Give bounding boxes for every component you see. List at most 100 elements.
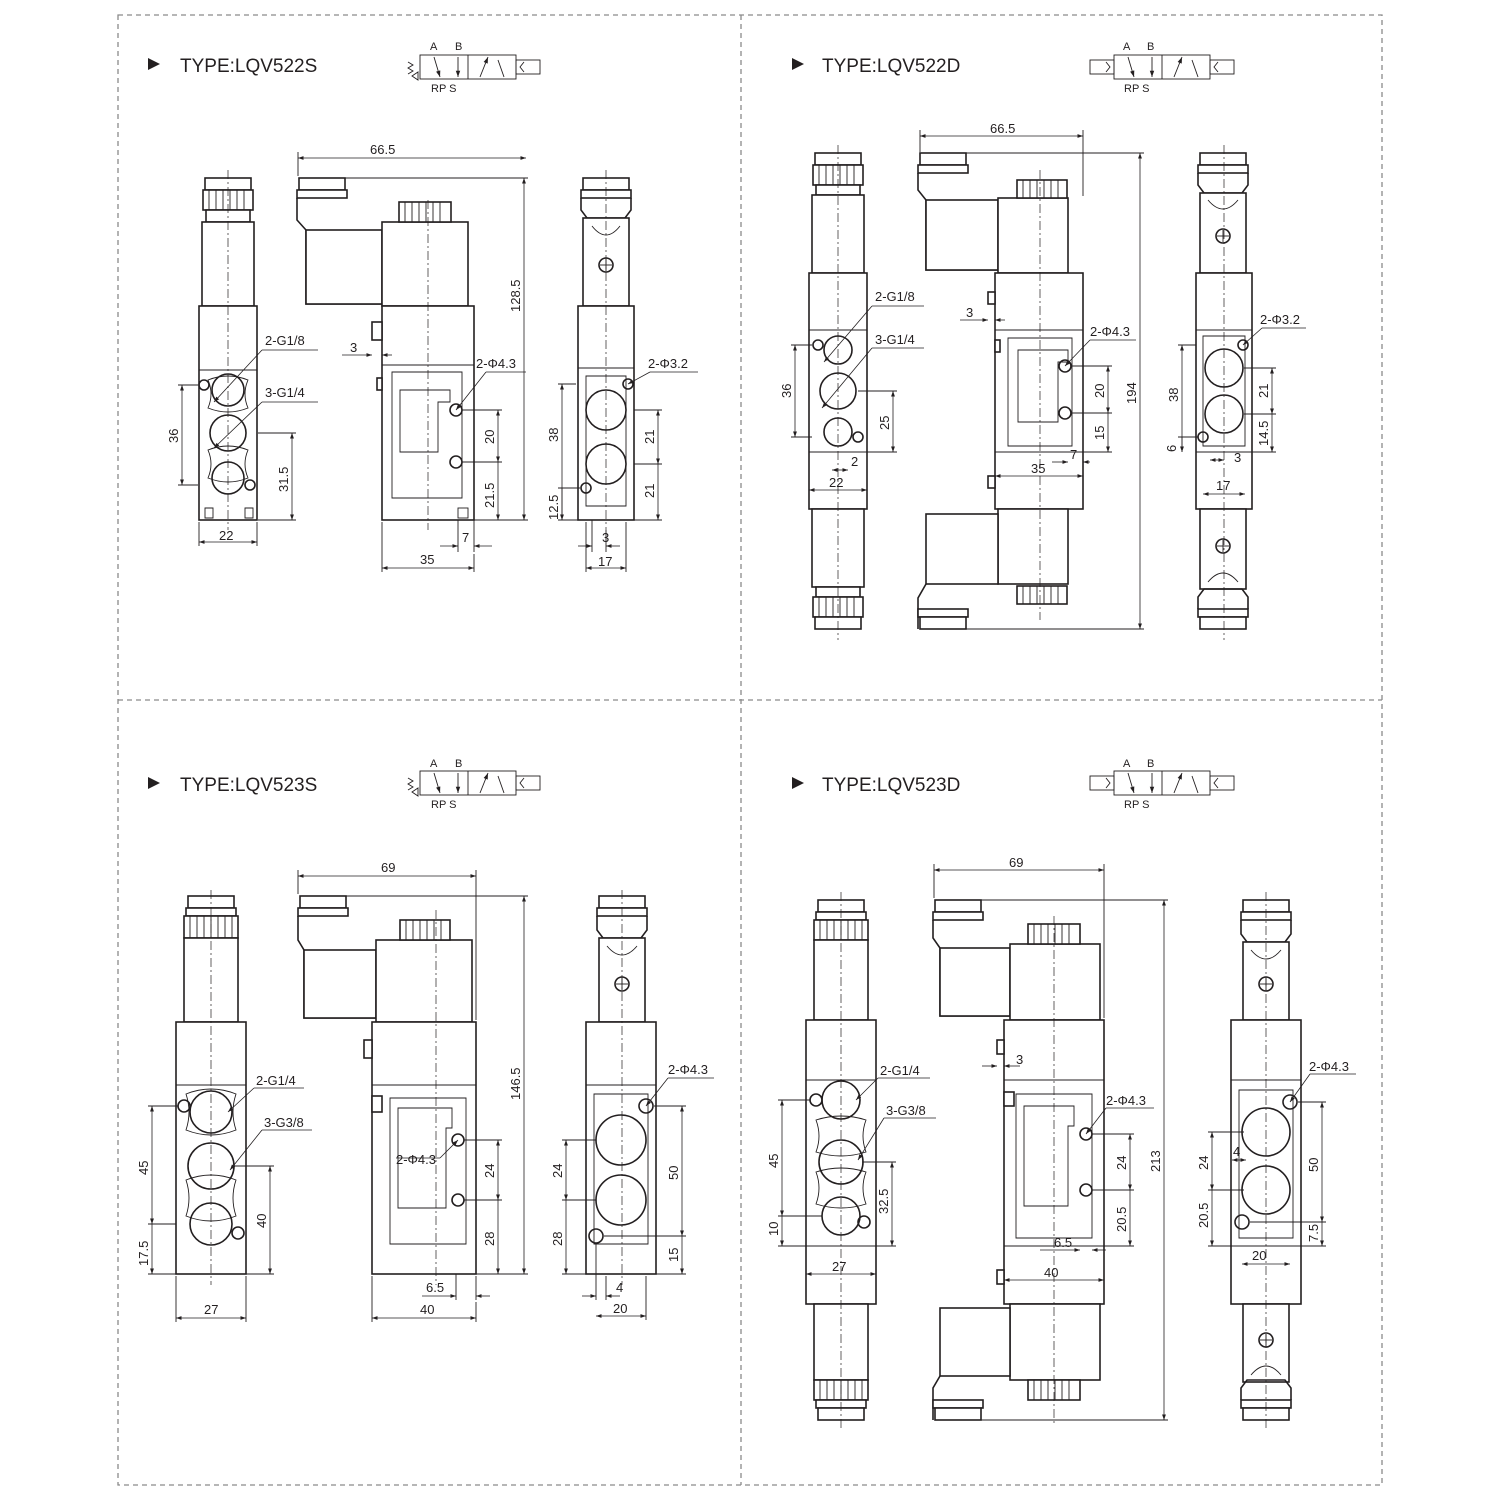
dim-front-width: 27	[832, 1259, 846, 1274]
port-bottom-labels: RP S	[1124, 799, 1149, 811]
dim-overall-width: 69	[381, 860, 395, 875]
dim-side-base: 21.5	[482, 483, 497, 508]
end-view: 2-Φ3.2 38 21 21 12.5 3 17	[546, 170, 698, 572]
dim-side-width: 35	[420, 552, 434, 567]
dim-front-base: 17.5	[136, 1241, 151, 1266]
valve-symbol: A B RP S	[1089, 758, 1235, 811]
dim-end-upper: 24	[550, 1164, 565, 1178]
dim-end-offset-top: 4	[1233, 1144, 1240, 1159]
dim-front-pitch: 31.5	[276, 467, 291, 492]
dim-end-base: 6	[1164, 445, 1179, 452]
dim-side-pitch: 24	[482, 1164, 497, 1178]
port-a-label: A	[430, 41, 438, 53]
dim-end-base: 15	[666, 1248, 681, 1262]
dim-front-height: 45	[766, 1154, 781, 1168]
end-view: 2-Φ3.2 38 21 14.5 6 3 17	[1164, 145, 1306, 640]
dim-side-pitch: 20	[1092, 384, 1107, 398]
valve-symbol: A B RP S	[1089, 41, 1235, 95]
dim-end-upper: 24	[1196, 1156, 1211, 1170]
dim-front-width: 22	[219, 528, 233, 543]
side-view: 66.5 128.5 3 2-Φ4.3 20 21.5 7 35	[296, 142, 528, 572]
panel-title: TYPE:LQV523S	[180, 775, 317, 796]
sheet-frame	[117, 14, 1383, 1486]
dim-end-width: 20	[1252, 1248, 1266, 1263]
dim-end-lower: 20.5	[1196, 1203, 1211, 1228]
panel-title: TYPE:LQV522S	[180, 56, 317, 77]
panel-lqv523s: TYPE:LQV523S A B RP S	[136, 758, 714, 1322]
end-view: 2-Φ4.3 24 20.5 4 50 7.5 20	[1196, 892, 1356, 1428]
callout-mount-side: 2-Φ4.3	[396, 1152, 436, 1167]
end-view: 2-Φ4.3 24 28 50 15 4 20	[550, 890, 714, 1320]
dim-side-width: 40	[1044, 1265, 1058, 1280]
dim-front-offset: 2	[851, 454, 858, 469]
callout-thread-small: 2-G1/4	[880, 1063, 920, 1078]
dim-front-pitch: 32.5	[876, 1189, 891, 1214]
dim-side-pitch: 20	[482, 430, 497, 444]
front-view: 2-G1/4 3-G3/8 45 10 32.5 27	[766, 892, 936, 1428]
title-marker-icon	[792, 58, 804, 70]
callout-thread-small: 2-G1/4	[256, 1073, 296, 1088]
dim-side-width: 40	[420, 1302, 434, 1317]
valve-symbol: A B RP S	[407, 758, 541, 811]
port-a-label: A	[1123, 758, 1131, 770]
callout-thread-small: 2-G1/8	[875, 289, 915, 304]
dim-step: 3	[966, 305, 973, 320]
dim-overall-width: 69	[1009, 855, 1023, 870]
dim-overall-width: 66.5	[990, 121, 1015, 136]
dim-end-width: 17	[598, 554, 612, 569]
dim-side-width: 35	[1031, 461, 1045, 476]
dim-front-base: 10	[766, 1222, 781, 1236]
callout-thread-large: 3-G3/8	[264, 1115, 304, 1130]
dim-front-height: 45	[136, 1161, 151, 1175]
valve-symbol: A B RP S	[407, 41, 541, 95]
port-bottom-labels: RP S	[1124, 83, 1149, 95]
port-bottom-labels: RP S	[431, 799, 456, 811]
port-b-label: B	[1147, 758, 1154, 770]
dim-end-offset: 3	[602, 530, 609, 545]
front-view: 2-G1/4 3-G3/8 45 17.5 40 27	[136, 890, 312, 1322]
dim-end-height: 50	[1306, 1158, 1321, 1172]
callout-mount-end: 2-Φ3.2	[1260, 312, 1300, 327]
dim-end-lower: 14.5	[1256, 421, 1271, 446]
dim-overall-height: 213	[1148, 1150, 1163, 1172]
dim-end-height: 38	[546, 428, 561, 442]
panel-lqv523d: TYPE:LQV523D A B RP S	[766, 758, 1356, 1428]
title-marker-icon	[148, 58, 160, 70]
dim-overall-height: 194	[1124, 382, 1139, 404]
side-view: 69 146.5 2-Φ4.3 24 28 6.5 40	[297, 860, 528, 1322]
dim-end-width: 17	[1216, 478, 1230, 493]
dim-side-base: 20.5	[1114, 1207, 1129, 1232]
dim-overall-width: 66.5	[370, 142, 395, 157]
dim-front-height: 36	[779, 384, 794, 398]
dim-front-width: 27	[204, 1302, 218, 1317]
callout-thread-large: 3-G1/4	[265, 385, 305, 400]
callout-mount-side: 2-Φ4.3	[1106, 1093, 1146, 1108]
dim-front-pitch: 40	[254, 1214, 269, 1228]
port-b-label: B	[455, 41, 462, 53]
panel-title: TYPE:LQV522D	[822, 56, 960, 77]
front-view: 2-G1/8 3-G1/4 36 25 2 22	[779, 145, 924, 640]
dim-end-offset: 4	[616, 1280, 623, 1295]
callout-thread-large: 3-G3/8	[886, 1103, 926, 1118]
port-a-label: A	[430, 758, 438, 770]
dim-end-lower: 28	[550, 1232, 565, 1246]
dim-end-width: 20	[613, 1301, 627, 1316]
dim-front-height: 36	[166, 429, 181, 443]
port-a-label: A	[1123, 41, 1131, 53]
title-marker-icon	[792, 777, 804, 789]
callout-thread-large: 3-G1/4	[875, 332, 915, 347]
callout-thread-small: 2-G1/8	[265, 333, 305, 348]
side-view: 66.5 194 3 2-Φ4.3 20 15 7 35	[917, 121, 1144, 630]
dim-side-offset: 6.5	[426, 1280, 444, 1295]
port-b-label: B	[455, 758, 462, 770]
dim-front-pitch: 25	[877, 416, 892, 430]
dim-end-height: 38	[1166, 388, 1181, 402]
callout-mount-side: 2-Φ4.3	[476, 356, 516, 371]
dim-overall-height: 146.5	[508, 1067, 523, 1100]
callout-mount-end: 2-Φ4.3	[1309, 1059, 1349, 1074]
panel-title: TYPE:LQV523D	[822, 775, 960, 796]
dim-side-pitch: 24	[1114, 1156, 1129, 1170]
callout-mount-end: 2-Φ3.2	[648, 356, 688, 371]
dim-side-offset: 7	[462, 530, 469, 545]
dim-front-width: 22	[829, 475, 843, 490]
